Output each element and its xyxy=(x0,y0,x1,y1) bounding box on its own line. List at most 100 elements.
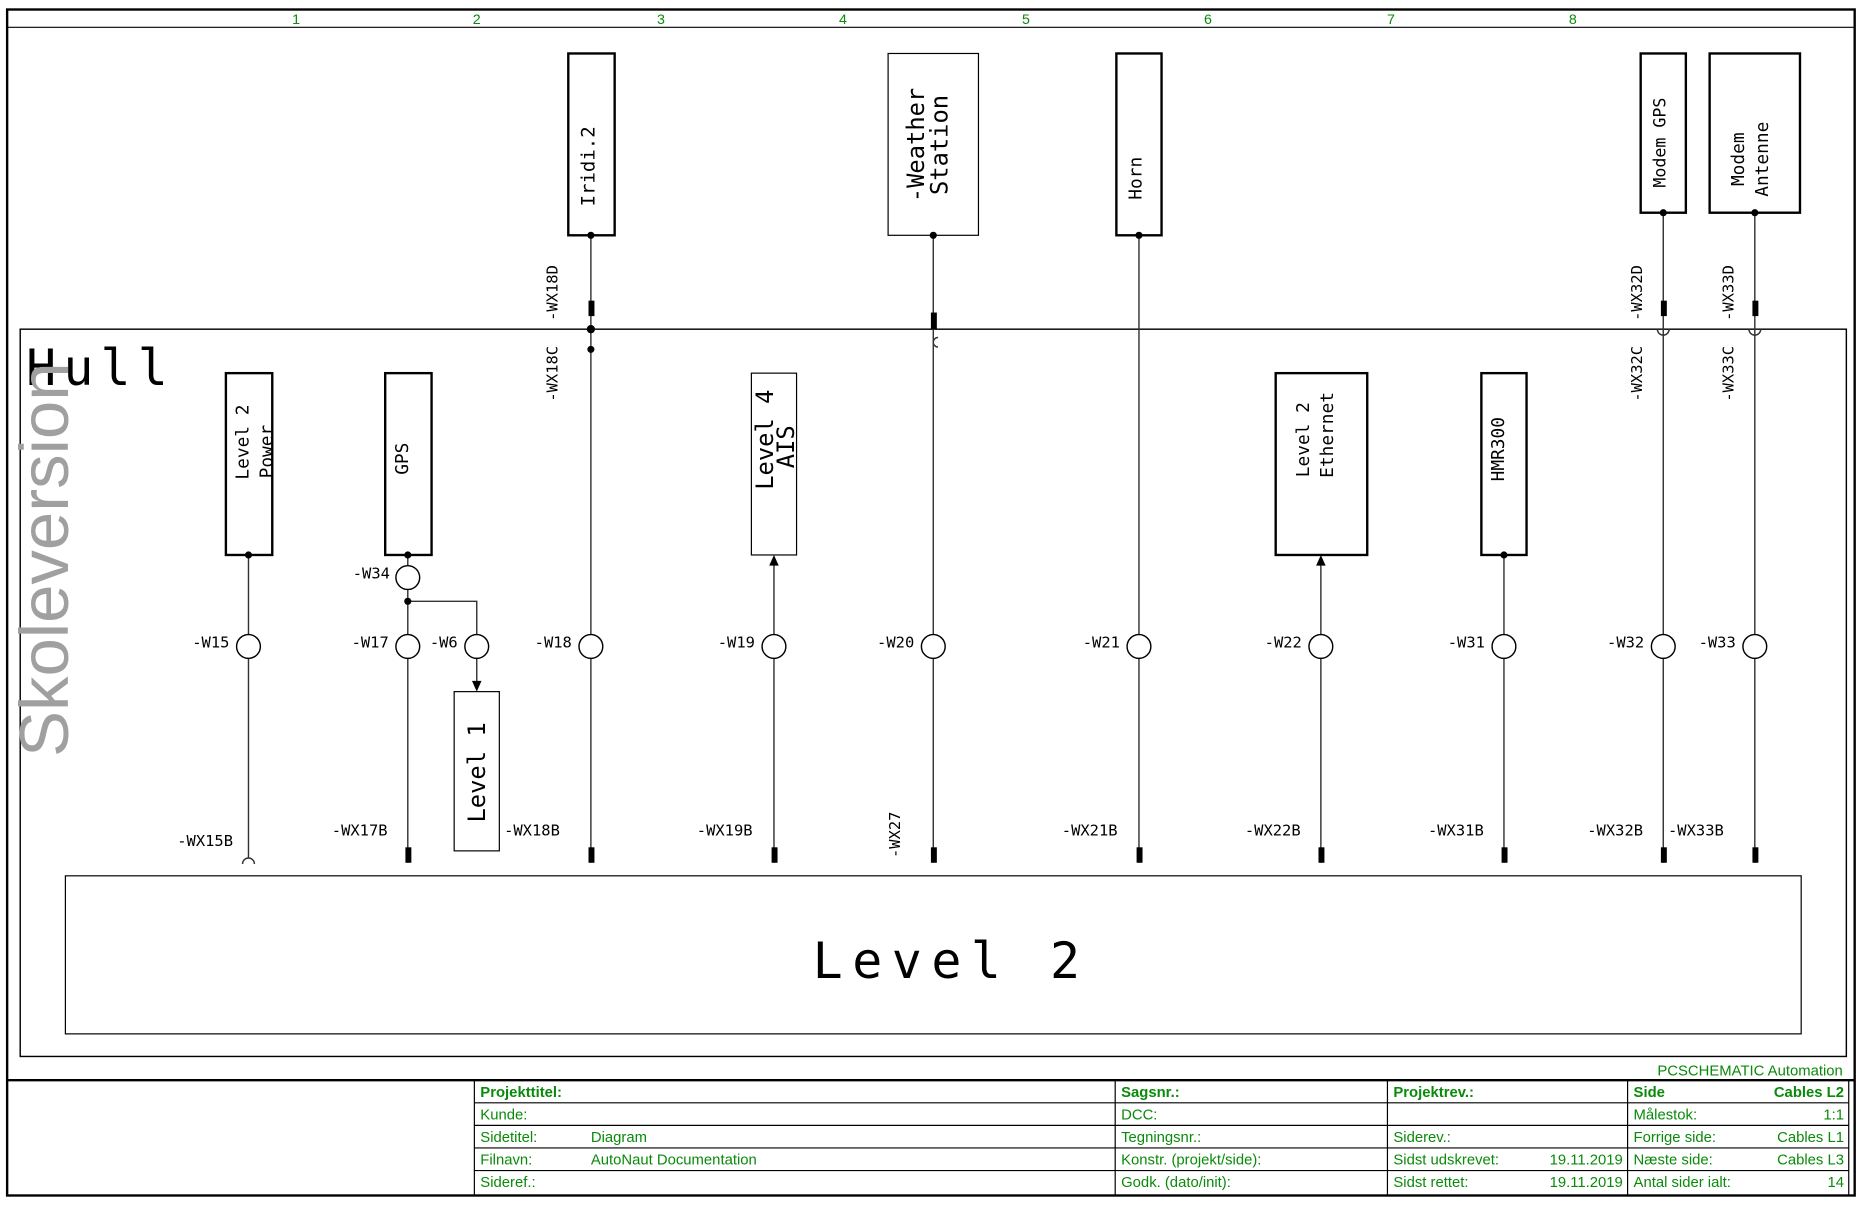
cable-label: -W32 xyxy=(1607,634,1644,652)
device-iridium[interactable]: Iridi.2 xyxy=(567,52,616,237)
title-block: PCSCHEMATIC Automation Projekttitel: Kun… xyxy=(7,1063,1855,1196)
device-level2-ethernet[interactable]: Level 2 Ethernet xyxy=(1274,371,1369,557)
hull-label: Hull xyxy=(26,339,175,397)
device-level2-power[interactable]: Level 2 Power xyxy=(224,371,277,557)
level2-area[interactable] xyxy=(64,875,1802,1035)
device-label: Antenne xyxy=(1752,122,1773,197)
cable-w19[interactable] xyxy=(761,633,787,660)
cable-label: -W6 xyxy=(430,634,458,652)
cable-w18[interactable] xyxy=(578,633,604,660)
device-label: HMR300 xyxy=(1488,417,1509,481)
projektrev-label: Projektrev.: xyxy=(1393,1085,1474,1101)
device-label: Power xyxy=(256,425,277,479)
connector-label: -WX33D xyxy=(1719,265,1737,321)
sidst-rettet-label: Sidst rettet: xyxy=(1393,1175,1468,1191)
cable-label: -W31 xyxy=(1448,634,1485,652)
device-label: Iridi.2 xyxy=(577,126,599,206)
sheet-frame xyxy=(5,8,1856,1197)
device-label: Modem xyxy=(1728,132,1749,186)
watermark: Skoleversion xyxy=(6,362,83,757)
cable-w6[interactable] xyxy=(464,633,490,660)
connector-label: -WX21B xyxy=(1062,821,1118,839)
cable-w33[interactable] xyxy=(1742,633,1768,660)
antal-sider-value: 14 xyxy=(1827,1175,1844,1191)
cable-w21[interactable] xyxy=(1126,633,1152,660)
cable-label: -W19 xyxy=(718,634,755,652)
column-number: 2 xyxy=(473,12,481,28)
connector-label: -WX18D xyxy=(544,265,562,321)
cable-label: -W20 xyxy=(877,634,914,652)
connector-label: -WX33C xyxy=(1719,346,1737,402)
device-level4-ais[interactable]: Level 4 AIS xyxy=(751,372,800,556)
godk-label: Godk. (dato/init): xyxy=(1121,1175,1231,1191)
column-number: 5 xyxy=(1022,12,1030,28)
device-label: Horn xyxy=(1125,157,1146,200)
arrows xyxy=(471,554,1326,692)
connector-label: -WX32C xyxy=(1628,346,1646,402)
cable-w32[interactable] xyxy=(1650,633,1676,660)
cable-w31[interactable] xyxy=(1491,633,1517,660)
cable-label: -W22 xyxy=(1265,634,1302,652)
cable-w34[interactable] xyxy=(395,564,421,591)
naeste-side-link[interactable]: Cables L3 xyxy=(1777,1153,1844,1169)
level2-label: Level 2 xyxy=(813,932,1090,990)
device-modem-antenne[interactable]: Modem Antenne xyxy=(1708,52,1802,214)
side-label: Side xyxy=(1634,1085,1665,1101)
connector-label: -WX15B xyxy=(177,832,233,850)
brand-label: PCSCHEMATIC Automation xyxy=(1657,1063,1842,1079)
device-gps[interactable]: GPS xyxy=(384,371,433,557)
device-label: Level 1 xyxy=(463,722,491,822)
forrige-side-label: Forrige side: xyxy=(1634,1130,1717,1146)
malestok-label: Målestok: xyxy=(1634,1107,1698,1123)
column-number: 1 xyxy=(292,12,300,28)
naeste-side-label: Næste side: xyxy=(1634,1153,1713,1169)
sidetitel-value: Diagram xyxy=(591,1130,647,1146)
column-number: 6 xyxy=(1204,12,1212,28)
device-label: Station xyxy=(926,95,954,195)
cable-label: -W17 xyxy=(352,634,389,652)
sideref-label: Sideref.: xyxy=(480,1175,535,1191)
cable-markers xyxy=(235,564,1768,660)
device-modem-gps[interactable]: Modem GPS xyxy=(1639,52,1688,214)
konstr-label: Konstr. (projekt/side): xyxy=(1121,1153,1261,1169)
column-numbers: 1 2 3 4 5 6 7 8 xyxy=(292,12,1577,28)
device-weather-station[interactable]: -Weather Station xyxy=(887,52,980,236)
malestok-value: 1:1 xyxy=(1823,1107,1844,1123)
cable-label: -W34 xyxy=(353,565,390,583)
tegningsnr-label: Tegningsnr.: xyxy=(1121,1130,1201,1146)
sidetitel-label: Sidetitel: xyxy=(480,1130,537,1146)
device-level1[interactable]: Level 1 xyxy=(453,691,500,852)
device-label: -Weather xyxy=(902,88,930,202)
sagsnr-label: Sagsnr.: xyxy=(1121,1085,1180,1101)
connector-label: -WX27 xyxy=(886,812,904,858)
projekttitel-label: Projekttitel: xyxy=(480,1085,562,1101)
cable-w17[interactable] xyxy=(395,633,421,660)
connector-label: -WX18B xyxy=(504,821,560,839)
cable-w20[interactable] xyxy=(920,633,946,660)
cable-label: -W21 xyxy=(1083,634,1120,652)
cable-label: -W15 xyxy=(192,634,229,652)
connector-label: -WX32B xyxy=(1587,821,1643,839)
device-label: GPS xyxy=(392,443,413,475)
arrow-icon xyxy=(471,680,482,692)
dcc-label: DCC: xyxy=(1121,1107,1157,1123)
device-label: AIS xyxy=(772,425,800,468)
cable-w22[interactable] xyxy=(1308,633,1334,660)
arrow-icon xyxy=(769,554,779,566)
device-label: Level 4 xyxy=(751,390,779,490)
connector-label: -WX33B xyxy=(1668,821,1724,839)
cable-w15[interactable] xyxy=(235,633,262,660)
cable-label: -W33 xyxy=(1699,634,1736,652)
device-label: Level 2 xyxy=(232,405,253,480)
column-number: 3 xyxy=(657,12,665,28)
column-number: 4 xyxy=(839,12,847,28)
device-horn[interactable]: Horn xyxy=(1115,52,1163,237)
sidst-udskrevet-value: 19.11.2019 xyxy=(1550,1153,1623,1169)
connector-label: -WX17B xyxy=(332,821,388,839)
forrige-side-link[interactable]: Cables L1 xyxy=(1777,1130,1844,1146)
device-hmr300[interactable]: HMR300 xyxy=(1480,371,1528,557)
filnavn-value: AutoNaut Documentation xyxy=(591,1153,757,1169)
sidst-udskrevet-label: Sidst udskrevet: xyxy=(1393,1153,1499,1169)
column-number: 8 xyxy=(1569,12,1577,28)
filnavn-label: Filnavn: xyxy=(480,1153,532,1169)
